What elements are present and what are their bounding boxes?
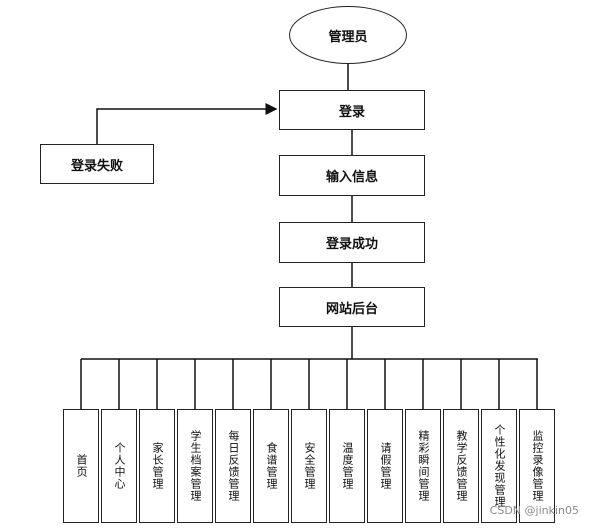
login-success-node: 登录成功: [279, 222, 425, 263]
admin-node: 管理员: [289, 6, 407, 64]
module-label: 家长管理: [151, 442, 164, 490]
module-label: 食谱管理: [265, 442, 278, 490]
module-label: 温度管理: [341, 442, 354, 490]
login-failed-node: 登录失败: [40, 144, 154, 184]
connector-failed-login: [96, 103, 278, 144]
module-box: 精彩瞬间管理: [405, 409, 441, 523]
module-label: 教学反馈管理: [455, 430, 468, 502]
watermark-text: CSDN @jinkin05: [489, 504, 579, 517]
module-label: 安全管理: [303, 442, 316, 490]
module-box: 监控录像管理: [519, 409, 555, 523]
module-label: 学生档案管理: [189, 430, 202, 502]
backend-label: 网站后台: [325, 301, 378, 317]
module-box: 请假管理: [367, 409, 403, 523]
module-label: 请假管理: [379, 442, 392, 490]
module-box: 首页: [63, 409, 99, 523]
module-box: 个性化发现管理: [481, 409, 517, 523]
admin-label: 管理员: [328, 29, 368, 45]
module-label: 精彩瞬间管理: [417, 430, 430, 502]
module-box: 教学反馈管理: [443, 409, 479, 523]
module-drop-lines: [80, 359, 538, 409]
backend-node: 网站后台: [279, 287, 425, 327]
module-label: 个人中心: [113, 442, 126, 490]
module-label: 个性化发现管理: [493, 424, 506, 508]
module-label: 每日反馈管理: [227, 430, 240, 502]
login-failed-label: 登录失败: [70, 158, 123, 174]
input-info-node: 输入信息: [279, 155, 425, 196]
login-success-label: 登录成功: [325, 237, 378, 252]
module-box: 安全管理: [291, 409, 327, 523]
module-box: 温度管理: [329, 409, 365, 523]
login-node: 登录: [279, 90, 425, 130]
module-box: 个人中心: [101, 409, 137, 523]
module-box: 食谱管理: [253, 409, 289, 523]
module-box: 每日反馈管理: [215, 409, 251, 523]
module-box: 家长管理: [139, 409, 175, 523]
module-label: 监控录像管理: [531, 430, 544, 502]
input-info-label: 输入信息: [325, 170, 378, 185]
login-label: 登录: [338, 104, 365, 120]
module-label: 首页: [75, 454, 88, 478]
module-box: 学生档案管理: [177, 409, 213, 523]
